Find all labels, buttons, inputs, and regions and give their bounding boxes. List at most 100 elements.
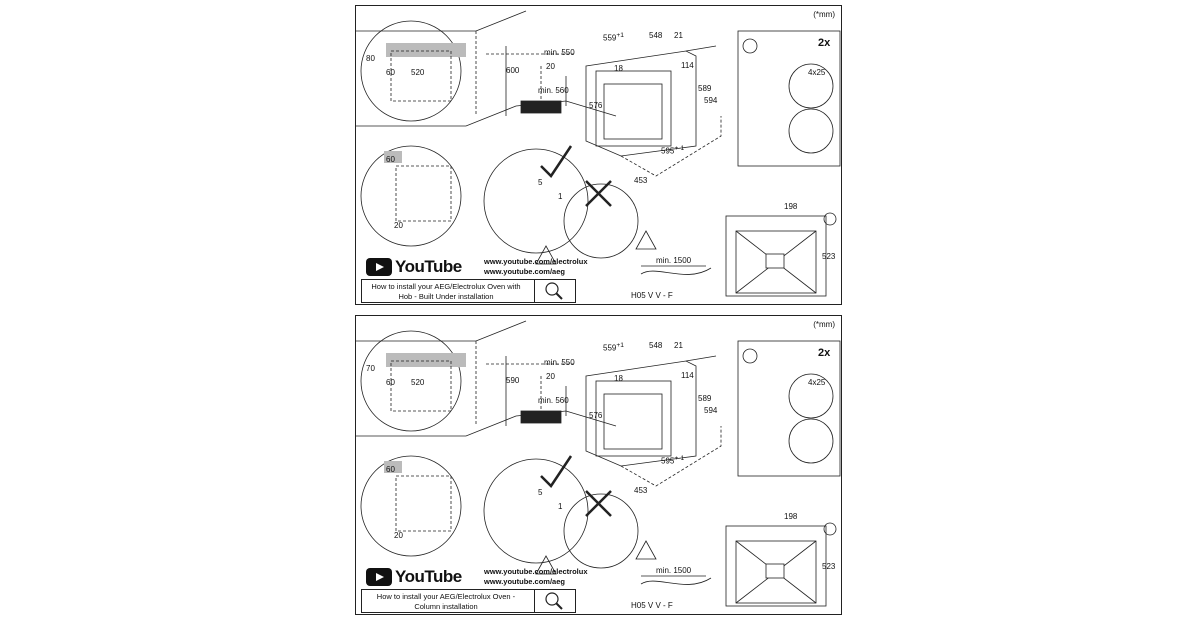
dim-label: 559+1 [603,32,624,43]
installation-drawing [356,320,841,607]
dim-label: min. 550 [544,358,575,367]
cross-icon [585,180,612,207]
check-icon [540,145,573,178]
detail-circle-top [360,20,462,122]
dim-label: 590 [506,376,520,385]
cabinet-outline [356,10,617,127]
dim-label: 523 [822,252,836,261]
search-icon [545,282,563,300]
hob-top-view [725,212,837,297]
dim-label: 520 [411,68,425,77]
link-aeg[interactable]: www.youtube.com/aeg [484,577,565,586]
youtube-links: www.youtube.com/electrolux www.youtube.c… [484,567,588,587]
howto-box: How to install your AEG/Electrolux Oven … [361,589,576,613]
dim-label: 589 [698,84,712,93]
dim-label: 21 [674,341,683,350]
search-icon [545,592,563,610]
screw-detail-box [737,30,841,167]
dim-label: 60 [386,155,395,164]
screw-size: 4x25 [808,378,826,387]
dim-label: 1 [558,192,563,201]
detail-circle-correct [483,458,589,564]
dim-label: 576 [589,411,603,420]
youtube-logo: YouTube [366,567,462,587]
dim-label: 548 [649,31,663,40]
dim-label: 20 [546,62,555,71]
dim-label: 600 [506,66,520,75]
detail-circle-vent [360,455,462,557]
dim-label: 594 [704,96,718,105]
play-icon [366,258,392,276]
dim-label: 20 [394,221,403,230]
screw-count: 2x [818,37,831,49]
dim-label: 576 [589,101,603,110]
dim-label: 595+-1 [661,145,685,156]
dim-label: 60 [386,68,395,77]
dim-label: 559+1 [603,342,624,353]
dim-label: 1 [558,502,563,511]
dim-label: min. 560 [538,396,569,405]
dim-label: 595+-1 [661,455,685,466]
dim-label: 520 [411,378,425,387]
dim-label: 5 [538,488,543,497]
cable-min: min. 1500 [656,566,692,575]
link-electrolux[interactable]: www.youtube.com/electrolux [484,257,588,266]
detail-circle-wrong [563,493,639,569]
detail-circle-correct [483,148,589,254]
cable [640,267,712,275]
dim-label: 60 [386,465,395,474]
oven-body [585,355,722,487]
hob-top-view [725,522,837,607]
play-icon [366,568,392,586]
dim-label: 453 [634,486,648,495]
cable-min: min. 1500 [656,256,692,265]
dim-label: min. 560 [538,86,569,95]
youtube-links: www.youtube.com/electrolux www.youtube.c… [484,257,588,277]
screw-count: 2x [818,347,831,359]
howto-text: How to install your AEG/Electrolux Oven … [376,592,516,611]
dim-label: 453 [634,176,648,185]
dim-label: 18 [614,374,623,383]
dim-label: 20 [546,372,555,381]
search-button[interactable] [534,590,575,612]
cable [640,577,712,585]
link-electrolux[interactable]: www.youtube.com/electrolux [484,567,588,576]
dim-label: 594 [704,406,718,415]
dim-label: 523 [822,562,836,571]
dim-label: 114 [681,61,694,70]
dim-label: 198 [784,202,798,211]
dim-label: 70 [366,364,375,373]
dim-label: 198 [784,512,798,521]
dim-label: 18 [614,64,623,73]
installation-panel-hob: (*mm) 80 60 520 600 min. 550 20 min. 560… [355,5,842,305]
dim-label: 5 [538,178,543,187]
dim-label: 60 [386,378,395,387]
unit-note: (*mm) [813,320,835,329]
screw-detail-box [737,340,841,477]
detail-circle-wrong [563,183,639,259]
cabinet-outline [356,320,617,437]
dim-label: 114 [681,371,694,380]
howto-text: How to install your AEG/Electrolux Oven … [371,282,521,301]
warning-icon [535,540,657,575]
dim-label: min. 550 [544,48,575,57]
info-icon [742,348,758,364]
dim-label: 548 [649,341,663,350]
check-icon [540,455,573,488]
howto-box: How to install your AEG/Electrolux Oven … [361,279,576,303]
dim-label: 589 [698,394,712,403]
dim-label: 21 [674,31,683,40]
link-aeg[interactable]: www.youtube.com/aeg [484,267,565,276]
search-button[interactable] [534,280,575,302]
installation-drawing [356,10,841,297]
cable-type: H05 V V - F [631,601,673,610]
dim-label: 20 [394,531,403,540]
dim-label: 80 [366,54,375,63]
screw-size: 4x25 [808,68,826,77]
oven-body [585,45,722,177]
cable-type: H05 V V - F [631,291,673,300]
info-icon [742,38,758,54]
cross-icon [585,490,612,517]
youtube-logo: YouTube [366,257,462,277]
warning-icon [535,230,657,265]
